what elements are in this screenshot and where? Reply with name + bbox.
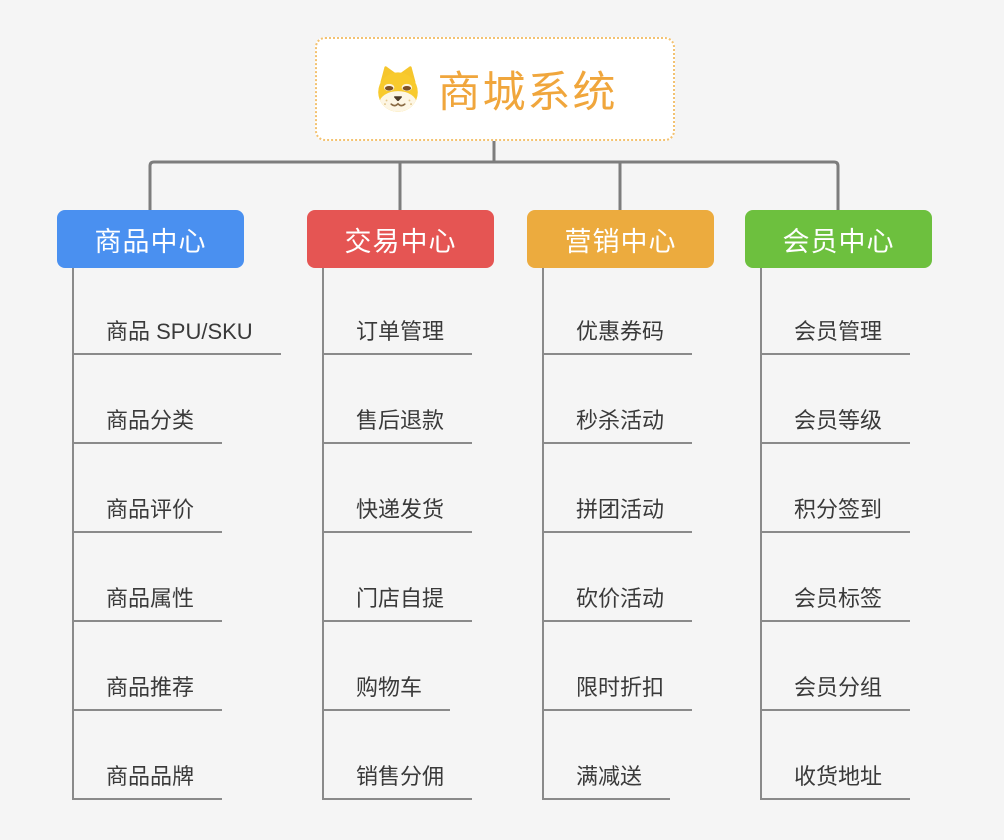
leaf-node[interactable]: 商品品牌 bbox=[72, 760, 223, 800]
leaf-node[interactable]: 商品属性 bbox=[72, 582, 223, 622]
branch-node-members[interactable]: 会员中心 bbox=[745, 210, 932, 268]
root-title: 商城系统 bbox=[437, 69, 618, 117]
leaf-node[interactable]: 收货地址 bbox=[760, 760, 911, 800]
leaf-node[interactable]: 会员标签 bbox=[760, 582, 911, 622]
leaf-node[interactable]: 订单管理 bbox=[322, 315, 473, 355]
leaf-node[interactable]: 砍价活动 bbox=[542, 582, 693, 622]
leaf-node[interactable]: 会员等级 bbox=[760, 404, 911, 444]
leaf-node[interactable]: 快递发货 bbox=[322, 493, 473, 533]
leaf-node[interactable]: 限时折扣 bbox=[542, 671, 693, 711]
root-topic[interactable]: 商城系统 bbox=[315, 37, 675, 141]
leaf-node[interactable]: 商品分类 bbox=[72, 404, 223, 444]
leaf-node[interactable]: 购物车 bbox=[322, 671, 451, 711]
leaf-node[interactable]: 会员管理 bbox=[760, 315, 911, 355]
branch-label: 交易中心 bbox=[344, 226, 457, 257]
leaf-node[interactable]: 商品推荐 bbox=[72, 671, 223, 711]
leaf-node[interactable]: 售后退款 bbox=[322, 404, 473, 444]
branch-node-trade[interactable]: 交易中心 bbox=[307, 210, 494, 268]
branch-node-products[interactable]: 商品中心 bbox=[57, 210, 244, 268]
leaf-node[interactable]: 商品评价 bbox=[72, 493, 223, 533]
leaf-node[interactable]: 积分签到 bbox=[760, 493, 911, 533]
shiba-dog-icon bbox=[377, 66, 418, 112]
leaf-node[interactable]: 销售分佣 bbox=[322, 760, 473, 800]
branch-label: 营销中心 bbox=[564, 226, 677, 257]
branch-label: 会员中心 bbox=[782, 226, 895, 257]
branch-node-marketing[interactable]: 营销中心 bbox=[527, 210, 714, 268]
leaf-node[interactable]: 优惠券码 bbox=[542, 315, 693, 355]
leaf-node[interactable]: 会员分组 bbox=[760, 671, 911, 711]
leaf-node[interactable]: 秒杀活动 bbox=[542, 404, 693, 444]
leaf-node[interactable]: 满减送 bbox=[542, 760, 671, 800]
leaf-node[interactable]: 拼团活动 bbox=[542, 493, 693, 533]
leaf-node[interactable]: 门店自提 bbox=[322, 582, 473, 622]
leaf-node[interactable]: 商品 SPU/SKU bbox=[72, 315, 281, 355]
branch-label: 商品中心 bbox=[94, 226, 207, 257]
